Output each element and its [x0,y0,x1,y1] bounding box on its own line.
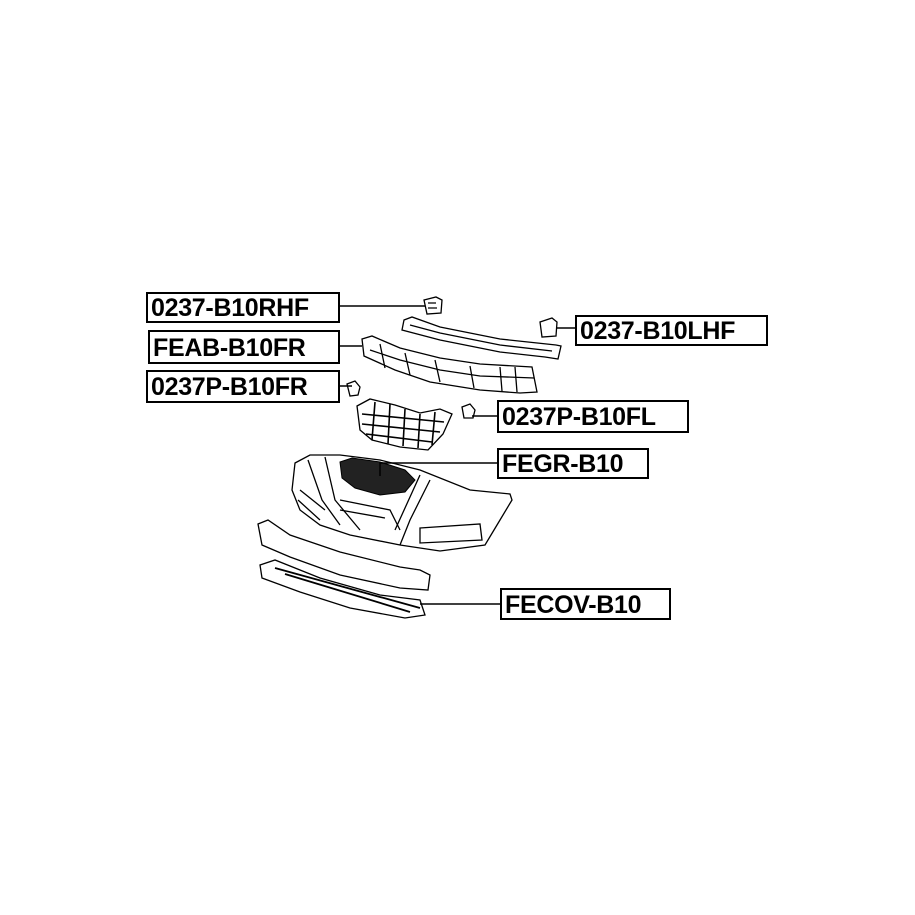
part-label-0237p-b10fr: 0237P-B10FR [146,370,340,403]
part-label-fecov-b10: FECOV-B10 [500,588,671,620]
leader-lines [339,305,575,605]
clip-fr-part [346,380,361,397]
lower-cover-part [257,519,431,619]
part-label-feab-b10fr: FEAB-B10FR [148,330,340,364]
upper-grille-part [356,398,453,451]
part-label-0237-b10rhf: 0237-B10RHF [146,292,340,323]
part-label-fegr-b10: FEGR-B10 [497,448,649,479]
part-label-0237p-b10fl: 0237P-B10FL [497,400,689,433]
absorber-feab-part [361,335,538,394]
bumper-reinforcement-part [401,316,562,360]
bracket-lhf-part [539,317,558,338]
bracket-rhf-part [423,296,443,315]
bumper-cover-part [291,454,513,552]
part-label-0237-b10lhf: 0237-B10LHF [575,315,768,346]
clip-fl-part [461,403,476,419]
leader-line-fegr [379,462,497,476]
